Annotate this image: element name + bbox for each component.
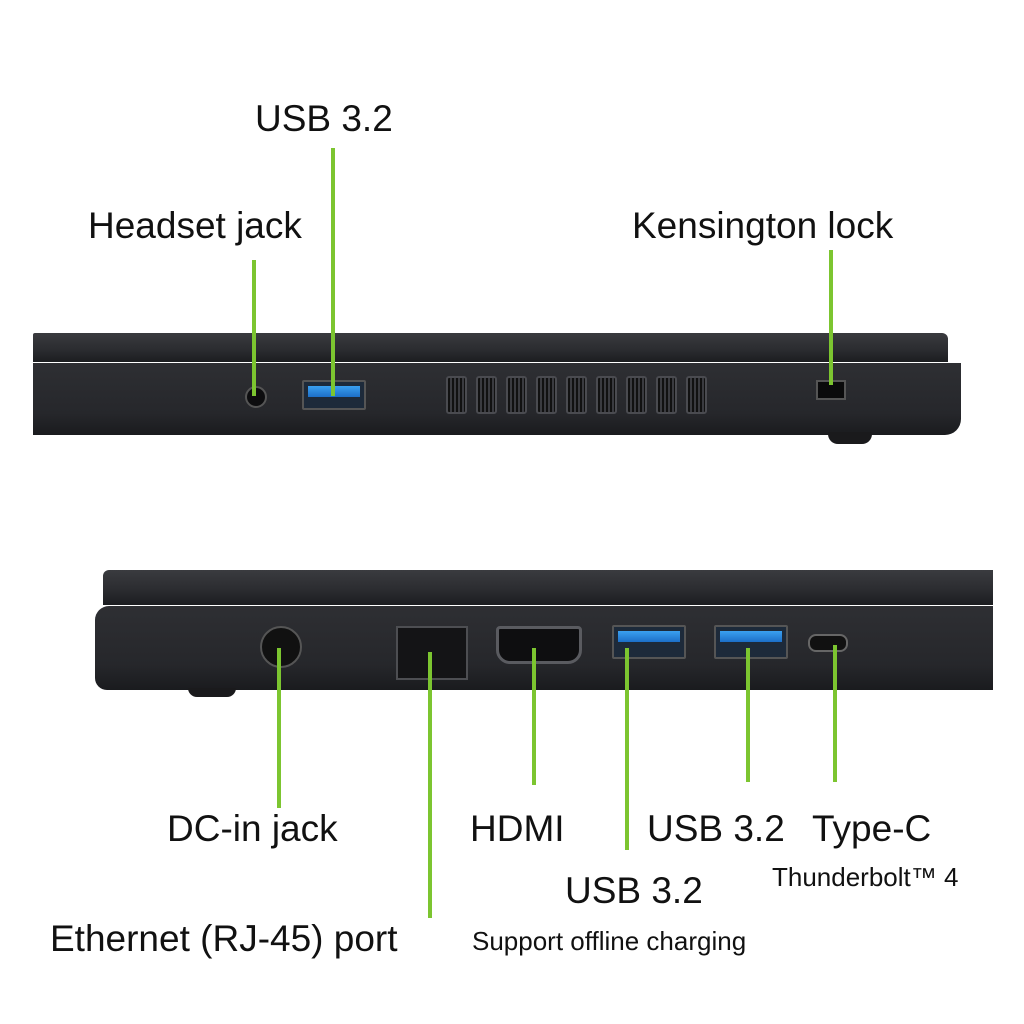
- callout-line-usb-offline: [625, 648, 629, 850]
- label-type-c: Type-C: [812, 808, 932, 849]
- callout-line-headset: [252, 260, 256, 396]
- label-support-offline-charging: Support offline charging: [472, 926, 747, 956]
- laptop-foot: [188, 688, 236, 697]
- headset-jack-port: [245, 386, 267, 408]
- ethernet-port: [396, 626, 468, 680]
- usb-port-offline-charging: [612, 625, 686, 659]
- laptop-base: [33, 363, 961, 435]
- label-usb-top: USB 3.2: [255, 98, 393, 139]
- label-usb-bottom-right: USB 3.2: [647, 808, 785, 849]
- callout-line-hdmi: [532, 648, 536, 785]
- label-hdmi: HDMI: [470, 808, 565, 849]
- laptop-lid: [103, 570, 993, 605]
- callout-line-dc-in: [277, 648, 281, 808]
- label-headset-jack: Headset jack: [88, 205, 302, 246]
- label-usb-bottom-left: USB 3.2: [565, 870, 703, 911]
- callout-line-usb: [331, 148, 335, 396]
- callout-line-kensington: [829, 250, 833, 385]
- laptop-lid: [33, 333, 948, 362]
- label-dc-in-jack: DC-in jack: [167, 808, 338, 849]
- usb-port: [714, 625, 788, 659]
- callout-line-usb: [746, 648, 750, 782]
- label-kensington-lock: Kensington lock: [632, 205, 894, 246]
- laptop-foot: [828, 432, 872, 444]
- hdmi-port: [496, 626, 582, 664]
- dc-in-port: [260, 626, 302, 668]
- type-c-port: [808, 634, 848, 652]
- callout-line-ethernet: [428, 652, 432, 918]
- label-ethernet-port: Ethernet (RJ-45) port: [50, 918, 398, 959]
- label-thunderbolt-4: Thunderbolt™ 4: [772, 862, 959, 892]
- callout-line-type-c: [833, 645, 837, 782]
